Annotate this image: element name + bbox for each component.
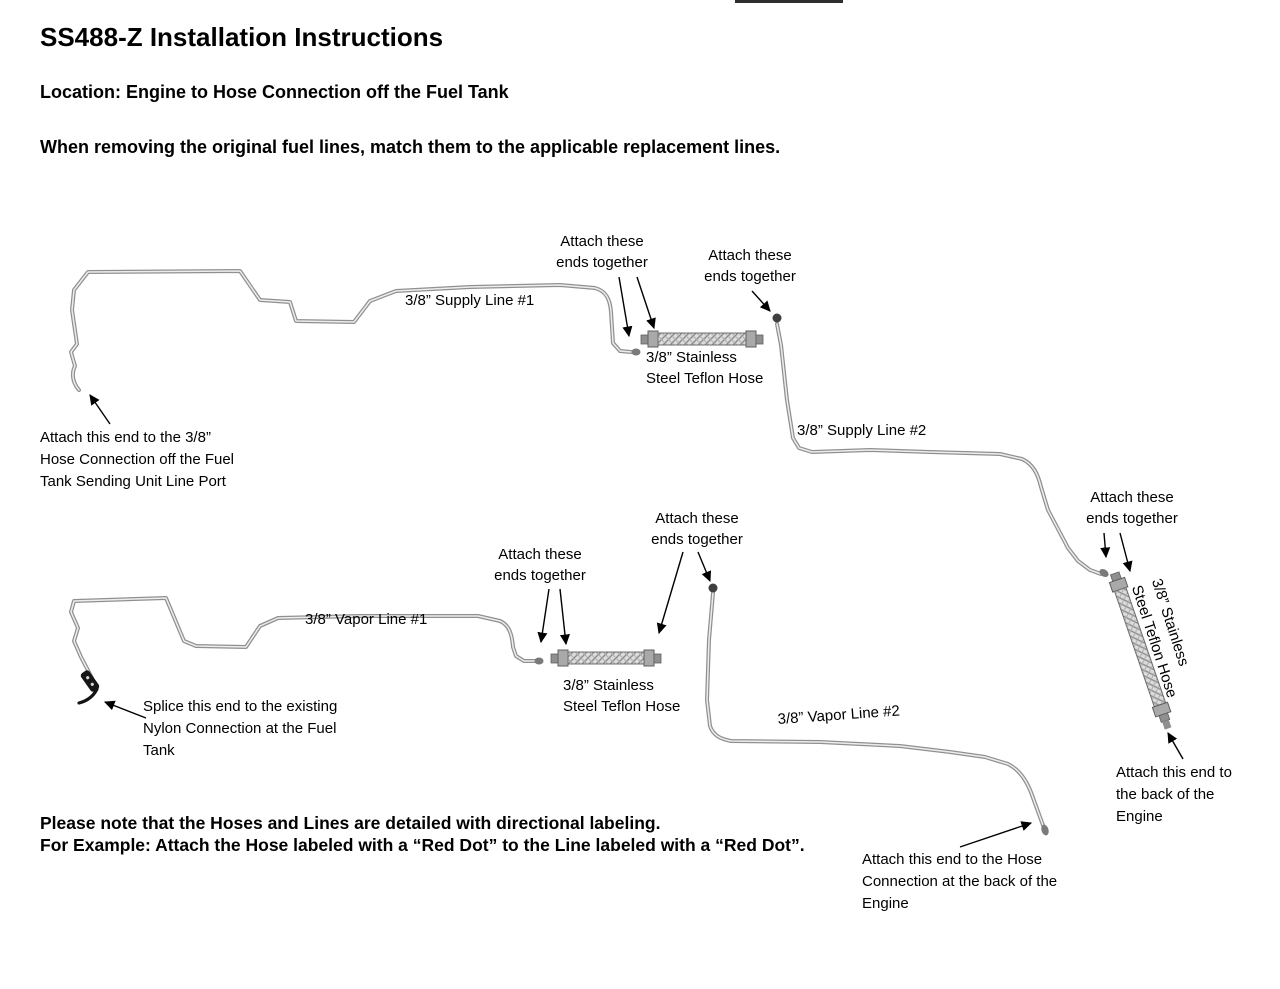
- stainless-hose-middle: [550, 649, 662, 667]
- label-line: Splice this end to the existing: [143, 698, 338, 715]
- stainless-hose-top-label: 3/8” Stainless Steel Teflon Hose: [646, 347, 763, 389]
- label-line: ends together: [704, 268, 796, 285]
- label-line: 3/8” Stainless: [646, 349, 737, 366]
- attach-ends-label-3: Attach these ends together: [480, 544, 600, 586]
- arrow-attach-ends-1b: [636, 276, 656, 330]
- arrow-attach-ends-4b: [697, 551, 712, 583]
- stainless-hose-right: [1108, 571, 1172, 730]
- arrow-tank-port: [89, 394, 111, 425]
- label-line: Engine: [862, 895, 909, 912]
- label-line: Attach these: [1090, 489, 1174, 506]
- footer-note-1: Please note that the Hoses and Lines are…: [40, 813, 661, 833]
- label-line: Nylon Connection at the Fuel: [143, 720, 337, 737]
- stainless-hose-top: [640, 330, 764, 348]
- label-line: ends together: [556, 254, 648, 271]
- supply-line-1-label: 3/8” Supply Line #1: [405, 292, 535, 309]
- arrow-attach-ends-5a: [1100, 532, 1111, 559]
- vapor2-ball-fitting: [708, 583, 718, 593]
- arrow-attach-ends-3b: [559, 588, 570, 646]
- location-line: Location: Engine to Hose Connection off …: [40, 82, 509, 102]
- label-line: Hose Connection off the Fuel: [40, 451, 235, 468]
- supply2-end-fitting: [1099, 568, 1109, 578]
- vapor-line-1: [69, 596, 537, 680]
- supply-line-2-label: 3/8” Supply Line #2: [797, 422, 927, 439]
- attach-ends-label-2: Attach these ends together: [690, 245, 810, 287]
- engine-hose-annotation: Attach this end to the Hose Connection a…: [862, 849, 1057, 915]
- supply-line-1: [69, 269, 633, 392]
- label-line: Steel Teflon Hose: [646, 370, 764, 387]
- attach-ends-label-5: Attach these ends together: [1072, 487, 1192, 529]
- label-line: Steel Teflon Hose: [563, 698, 681, 715]
- arrow-engine-hose: [959, 821, 1033, 848]
- connector-tail: [77, 687, 99, 705]
- attach-ends-label-4: Attach these ends together: [637, 508, 757, 550]
- arrow-splice: [103, 700, 147, 719]
- label-line: Tank: [143, 742, 175, 759]
- tank-port-annotation: Attach this end to the 3/8” Hose Connect…: [40, 427, 234, 493]
- arrow-attach-ends-2: [751, 290, 771, 312]
- removal-note: When removing the original fuel lines, m…: [40, 137, 781, 157]
- footer-note-2: For Example: Attach the Hose labeled wit…: [40, 835, 805, 855]
- vapor2-end-fitting: [1041, 824, 1049, 836]
- splice-annotation: Splice this end to the existing Nylon Co…: [143, 696, 337, 762]
- label-line: ends together: [1086, 510, 1178, 527]
- label-line: ends together: [494, 567, 586, 584]
- label-line: Attach this end to the 3/8”: [40, 429, 211, 446]
- vapor-line-1-label: 3/8” Vapor Line #1: [305, 611, 428, 628]
- label-line: Connection at the back of the: [862, 873, 1058, 890]
- label-line: Attach these: [708, 247, 792, 264]
- label-line: ends together: [651, 531, 743, 548]
- engine-back-annotation: Attach this end to the back of the Engin…: [1116, 762, 1232, 828]
- label-line: Tank Sending Unit Line Port: [40, 473, 226, 490]
- supply1-end-fitting: [631, 348, 641, 356]
- vapor1-end-fitting: [534, 657, 544, 665]
- arrow-attach-ends-5b: [1119, 532, 1133, 573]
- arrow-attach-ends-1a: [618, 276, 633, 338]
- arrow-attach-ends-4a: [656, 551, 684, 635]
- stainless-hose-middle-label: 3/8” Stainless Steel Teflon Hose: [563, 675, 680, 717]
- label-line: Attach this end to the Hose: [862, 851, 1043, 868]
- label-line: Attach these: [498, 546, 582, 563]
- supply-line-2: [775, 322, 1103, 576]
- arrow-engine-back: [1167, 732, 1184, 760]
- annotation-arrows: [89, 276, 1184, 848]
- cropped-artifact-line: [735, 0, 843, 3]
- nylon-connector: [80, 670, 100, 692]
- arrow-attach-ends-3a: [537, 588, 550, 644]
- label-line: the back of the: [1116, 786, 1215, 803]
- label-line: 3/8” Stainless: [563, 677, 654, 694]
- line-end-fittings: [534, 313, 1109, 836]
- label-line: Engine: [1116, 808, 1163, 825]
- page-title: SS488-Z Installation Instructions: [40, 22, 444, 52]
- label-line: Attach this end to: [1116, 764, 1232, 781]
- attach-ends-label-1: Attach these ends together: [542, 231, 662, 273]
- label-line: Attach these: [655, 510, 739, 527]
- label-line: Attach these: [560, 233, 644, 250]
- supply2-ball-fitting: [772, 313, 782, 323]
